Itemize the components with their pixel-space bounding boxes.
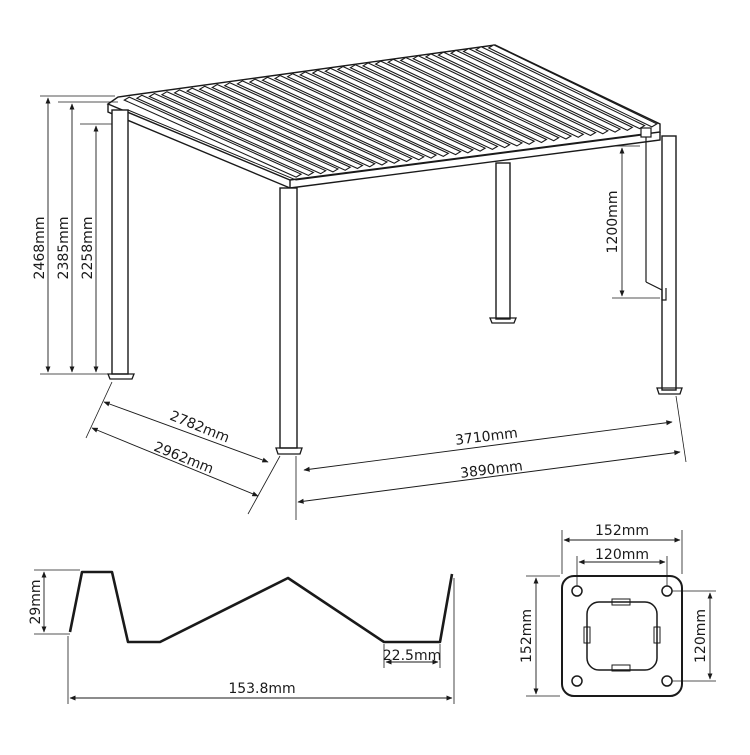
- louver-blade: [374, 60, 548, 144]
- louver-blade: [349, 64, 524, 147]
- louver-blade: [336, 65, 511, 149]
- plate-inner-height-label: 120mm: [693, 609, 709, 663]
- base-back-left: [107, 373, 135, 380]
- profile-height-label: 29mm: [28, 579, 44, 624]
- outer-width-label: 3890mm: [459, 458, 523, 482]
- bolt-hole-bl: [571, 675, 583, 687]
- louver-drop-label: 1200mm: [605, 191, 621, 254]
- louver-blade: [324, 67, 499, 151]
- base-plate-drawing: 152mm 120mm 152mm 120mm: [519, 523, 716, 697]
- louver-blade: [211, 83, 389, 166]
- profile-total-label: 153.8mm: [228, 681, 295, 697]
- louver-blade: [148, 92, 327, 175]
- post-front: [279, 187, 298, 449]
- inner-depth-label: 2782mm: [167, 408, 231, 446]
- louver-blade: [387, 58, 560, 142]
- louver-blade: [185, 87, 364, 170]
- post-right: [661, 135, 677, 391]
- louver-blade: [361, 62, 536, 145]
- louver-blade: [311, 69, 487, 152]
- height-clear-label: 2258mm: [80, 217, 96, 280]
- louver-blade: [487, 44, 659, 128]
- louver-blade: [173, 89, 352, 171]
- pergola-drawing: 2468mm 2385mm 2258mm 1200mm 2782mm 2962m…: [32, 44, 687, 520]
- base-right: [656, 387, 683, 395]
- louver-blade: [474, 46, 646, 130]
- louver-blade: [286, 73, 462, 156]
- inner-width-label: 3710mm: [454, 425, 518, 449]
- louver-blade: [424, 53, 597, 137]
- louver-profile-outline: [68, 570, 454, 644]
- height-total-label: 2468mm: [32, 217, 48, 280]
- roof-front-beam: [107, 104, 291, 190]
- roof-right-beam: [289, 132, 661, 189]
- louver-blade: [399, 56, 573, 140]
- louver-blade: [273, 74, 450, 157]
- crank-handle: [645, 281, 667, 301]
- louver-blade: [198, 85, 376, 168]
- base-back-right: [489, 317, 517, 324]
- plate-outer-width-label: 152mm: [595, 523, 649, 539]
- louver-blade: [248, 78, 425, 161]
- base-front: [275, 447, 303, 455]
- post-back-right: [495, 162, 511, 320]
- post-back-left: [111, 109, 129, 375]
- outer-depth-label: 2962mm: [151, 439, 215, 477]
- louver-blade: [449, 49, 622, 133]
- louver-blade: [236, 80, 413, 163]
- louver-profile-drawing: 29mm 22.5mm 153.8mm: [28, 569, 455, 704]
- louver-blade: [412, 55, 585, 138]
- profile-flat-label: 22.5mm: [383, 648, 441, 664]
- louver-blade: [299, 71, 475, 154]
- louver-blade: [462, 47, 634, 131]
- post-socket: [586, 601, 658, 671]
- louver-blade: [437, 51, 609, 135]
- louver-blade: [160, 91, 340, 173]
- plate-inner-width-label: 120mm: [595, 547, 649, 563]
- louver-blades: [123, 44, 659, 178]
- louver-blade: [261, 76, 438, 159]
- louver-blade: [135, 94, 315, 177]
- motor-box: [640, 127, 652, 138]
- plate-outer-height-label: 152mm: [519, 609, 535, 663]
- louver-blade: [123, 96, 303, 178]
- height-beam-label: 2385mm: [56, 217, 72, 280]
- louver-blade: [223, 82, 401, 164]
